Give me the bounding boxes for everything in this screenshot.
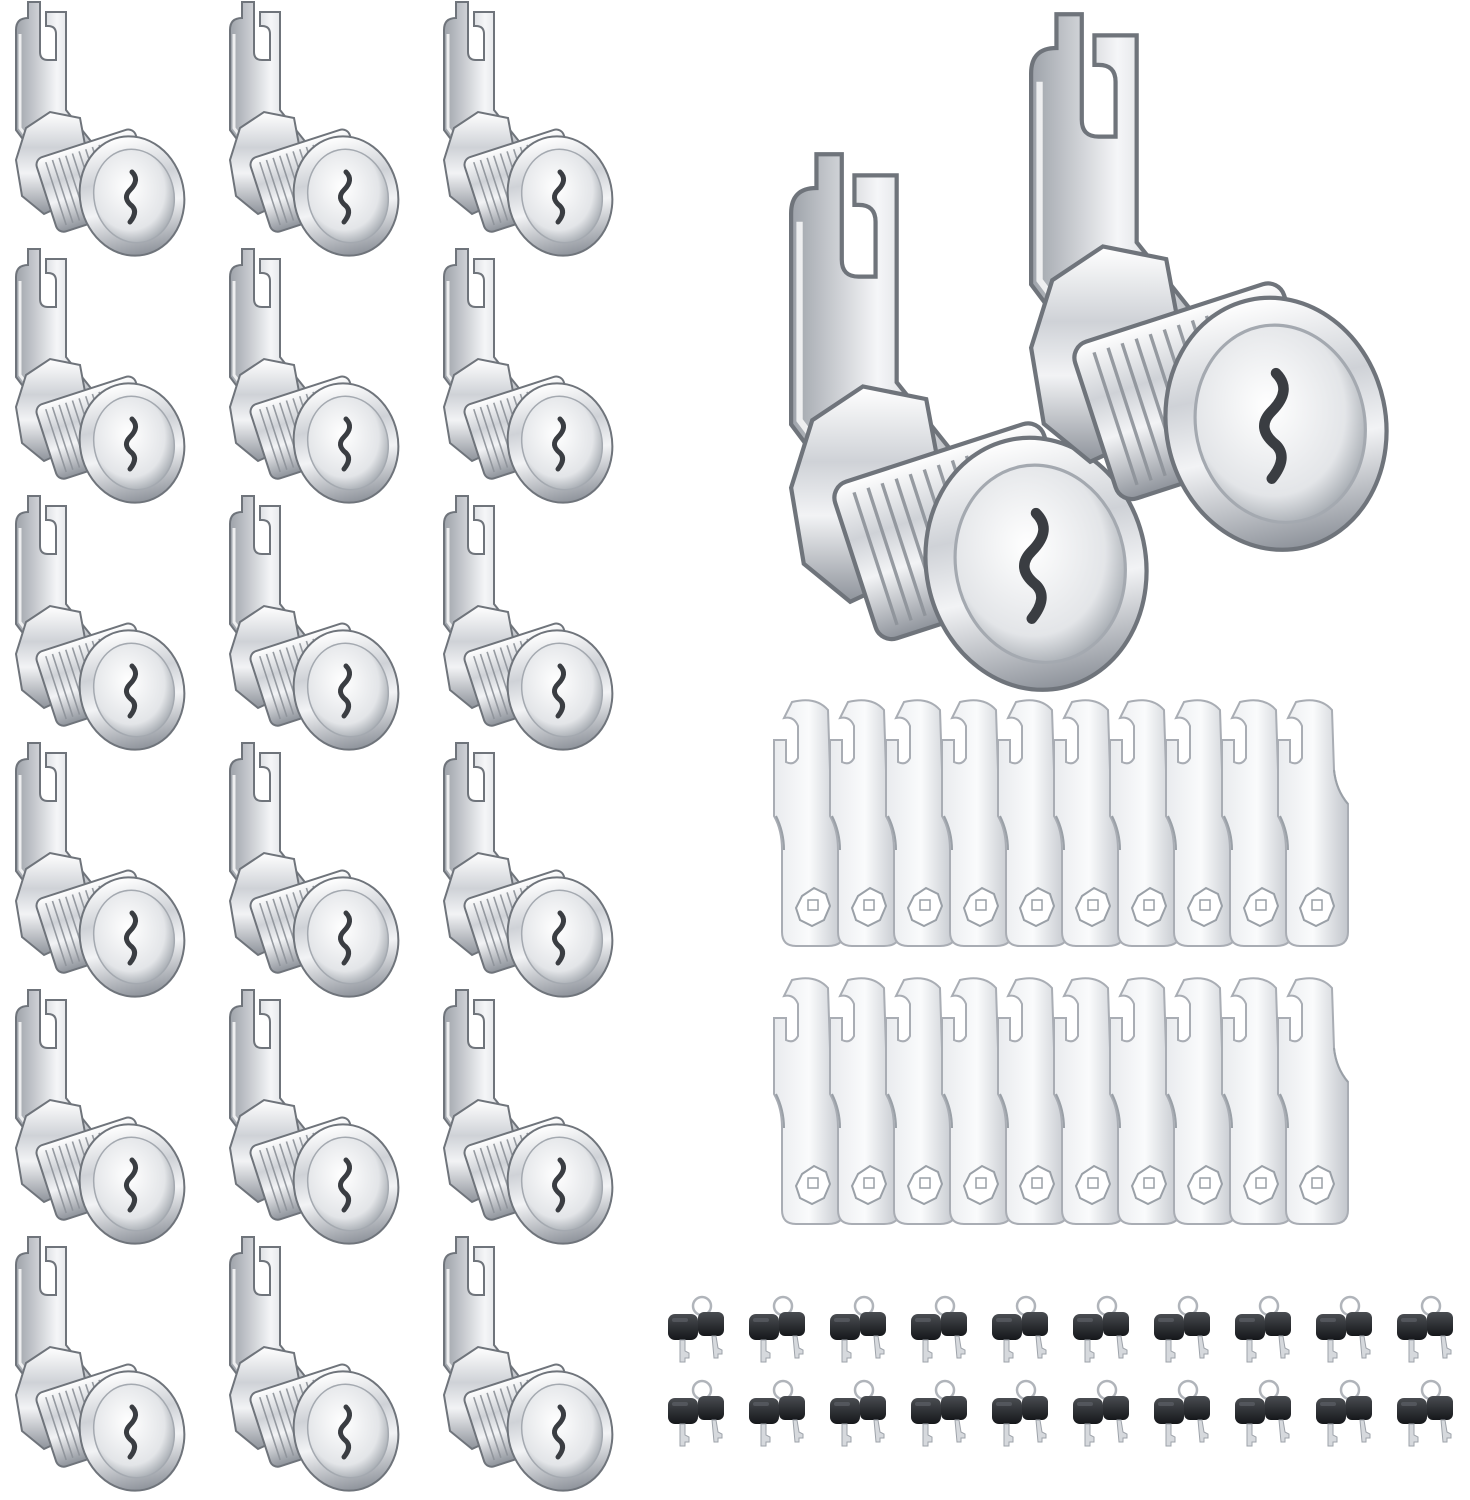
product-scene (13, 0, 1455, 1500)
